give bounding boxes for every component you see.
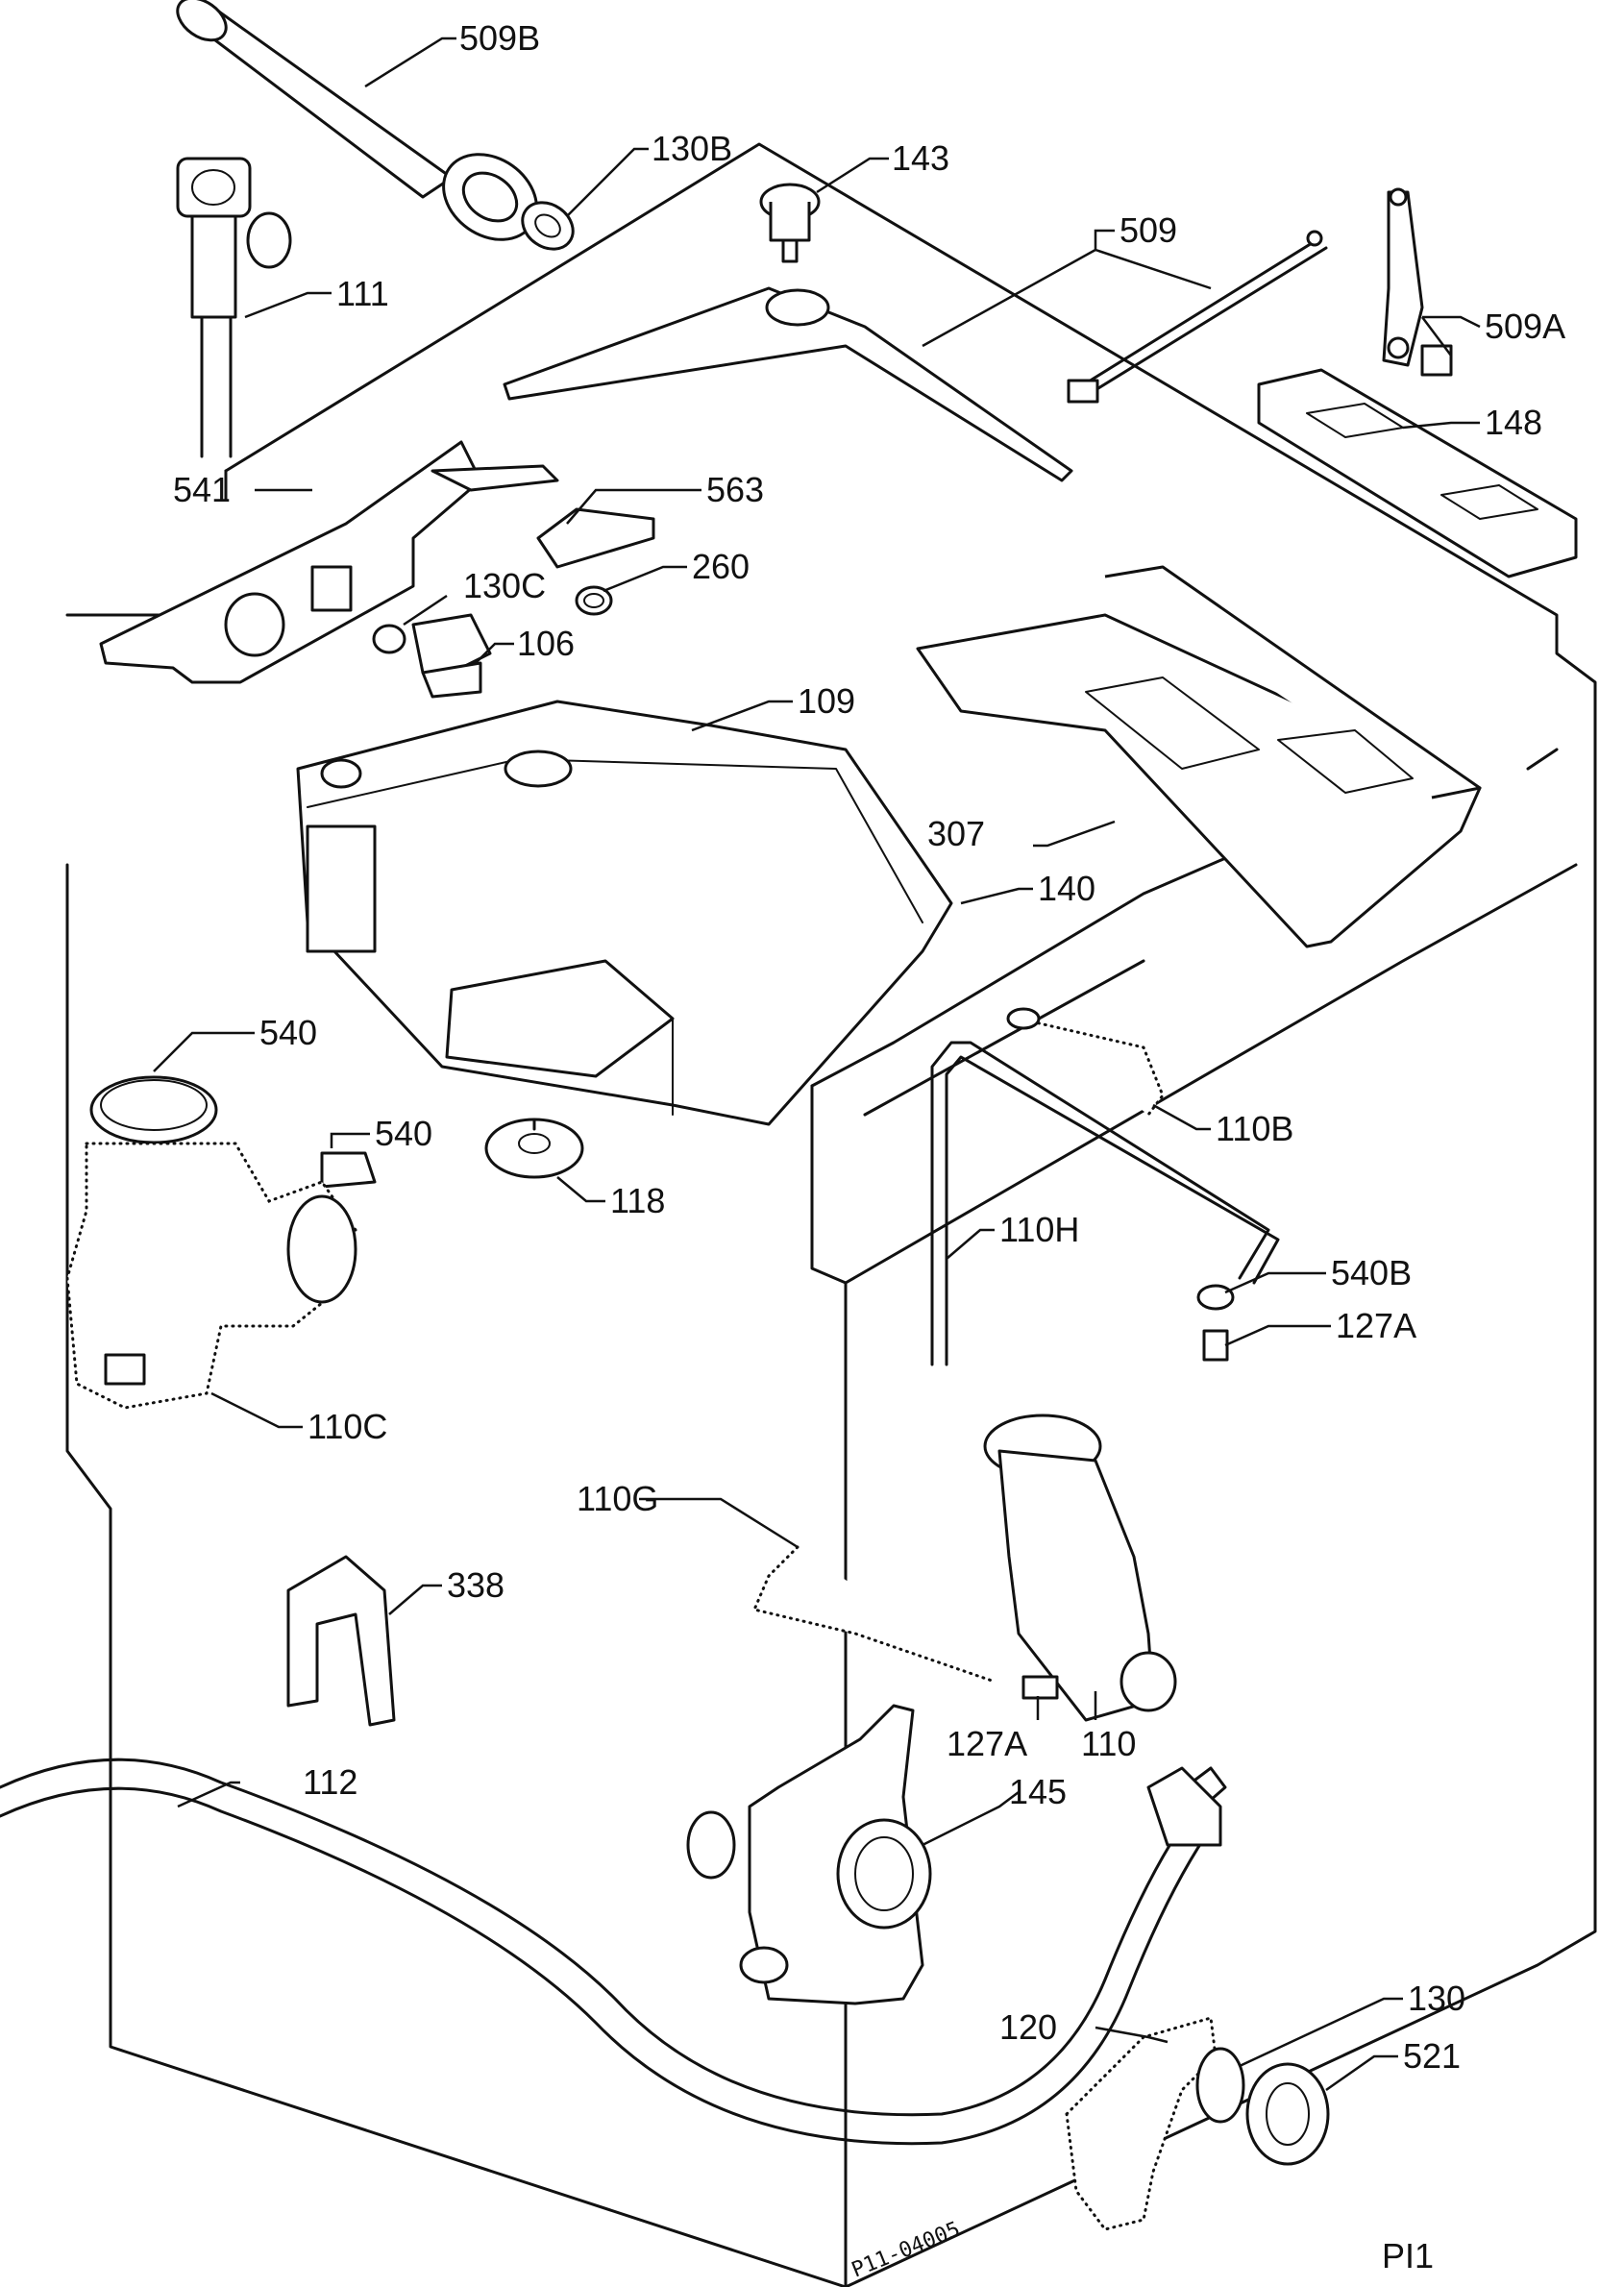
label-127a-low: 127A: [947, 1724, 1027, 1763]
drain-hose-part: [0, 1758, 1227, 2146]
small-hose-part: [751, 1545, 997, 1684]
label-110g: 110G: [577, 1479, 658, 1518]
label-540-top: 540: [259, 1013, 317, 1052]
pump-part: [686, 1704, 1222, 2005]
label-338: 338: [447, 1565, 504, 1605]
top-bracket-part: [99, 440, 559, 684]
label-130c: 130C: [463, 566, 546, 605]
label-127a-right: 127A: [1336, 1306, 1416, 1345]
sump-bellows-part: [983, 1414, 1177, 1722]
dispenser-housing-part: [296, 700, 953, 1126]
label-521: 521: [1403, 2036, 1461, 2076]
spring-part: [575, 585, 613, 616]
label-120: 120: [999, 2007, 1057, 2047]
label-110h: 110H: [999, 1210, 1079, 1249]
small-lever-part: [1382, 187, 1453, 377]
label-509a: 509A: [1485, 307, 1565, 346]
label-110: 110: [1081, 1724, 1136, 1763]
label-145: 145: [1009, 1772, 1067, 1811]
label-109: 109: [798, 681, 855, 721]
clip-part: [286, 1555, 396, 1727]
label-110c: 110C: [308, 1407, 387, 1446]
label-130: 130: [1408, 1979, 1465, 2018]
leader-lines: [153, 37, 1481, 2092]
label-143: 143: [892, 138, 949, 178]
part-labels: 509B 130B 143 509 111 509A 148 541 563 2…: [173, 18, 1565, 2076]
cap-part: [484, 1118, 584, 1179]
label-540-mid: 540: [375, 1114, 432, 1153]
drawer-handle-part: [1257, 368, 1578, 578]
knob-part: [759, 183, 821, 263]
label-307: 307: [927, 814, 985, 853]
lever-part: [503, 230, 1328, 482]
label-260: 260: [692, 547, 750, 586]
label-118: 118: [610, 1181, 665, 1220]
label-111: 111: [336, 274, 389, 313]
cover-part: [536, 507, 655, 569]
label-106: 106: [517, 624, 575, 663]
inlet-valve-part: [176, 157, 292, 458]
inlet-hose-part: [176, 0, 575, 251]
label-509b: 509B: [459, 18, 540, 58]
label-509: 509: [1120, 210, 1177, 250]
label-563: 563: [706, 470, 764, 509]
label-540b: 540B: [1331, 1253, 1412, 1292]
fitting-part: [1196, 1284, 1235, 1362]
label-112: 112: [303, 1762, 357, 1802]
page-code: PI1: [1382, 2236, 1434, 2275]
label-130b: 130B: [652, 129, 732, 168]
dispenser-drawer-part: [916, 565, 1482, 948]
label-140: 140: [1038, 869, 1095, 908]
hose-part: [930, 1041, 1280, 1366]
sump-hose-part: [65, 1142, 357, 1410]
filter-part: [1065, 2016, 1330, 2231]
drawing-code: P11-04005: [849, 2218, 964, 2283]
label-110b: 110B: [1216, 1109, 1293, 1148]
label-148: 148: [1485, 403, 1542, 442]
label-541: 541: [173, 470, 231, 509]
seal-part: [372, 613, 492, 699]
hose-part: [1006, 1007, 1165, 1117]
